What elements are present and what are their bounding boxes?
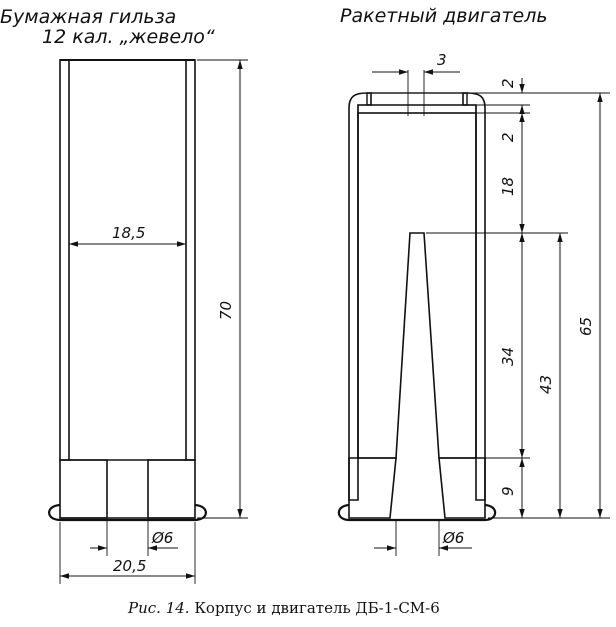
casing-right-wall [462, 92, 486, 501]
dim-2b: 2 [499, 132, 517, 142]
dim-height: 70 [217, 301, 235, 320]
paper-case-drawing: Бумажная гильза 12 кал. „жевело“ 18,5 70… [0, 6, 248, 584]
base-left [59, 459, 108, 519]
dim-34: 34 [499, 347, 517, 366]
dim-top-width: 3 [437, 51, 447, 69]
dim-outer-diameter: 20,5 [113, 557, 146, 575]
right-wall [185, 59, 196, 461]
dim-9: 9 [499, 486, 517, 496]
base-right [147, 459, 196, 519]
top-disc [357, 104, 477, 114]
nozzle-block-left [348, 457, 397, 519]
left-title-line2: 12 кал. „жевело“ [42, 26, 215, 48]
dim-43: 43 [537, 375, 555, 394]
motor-rim [337, 503, 497, 522]
caption-prefix: Рис. 14. [127, 599, 190, 617]
dim-nozzle: Ø6 [442, 529, 464, 547]
dim-inner-diameter: 18,5 [112, 224, 145, 242]
dim-65: 65 [577, 317, 595, 336]
figure-caption: Рис. 14. Корпус и двигатель ДБ-1-СМ-6 [127, 599, 440, 617]
casing-left-wall [348, 92, 372, 501]
propellant-grain [357, 112, 477, 459]
left-title-line1: Бумажная гильза [0, 6, 176, 28]
dim-hole: Ø6 [151, 529, 173, 547]
nozzle-block-right [438, 457, 486, 519]
left-wall [59, 59, 70, 461]
rocket-motor-drawing: Ракетный двигатель 3 2 2 [337, 5, 610, 556]
case-rim [48, 503, 207, 522]
top-plug [366, 92, 468, 106]
dim-2a: 2 [499, 78, 517, 88]
caption-text: Корпус и двигатель ДБ-1-СМ-6 [190, 599, 440, 617]
right-title: Ракетный двигатель [340, 5, 548, 27]
dim-18: 18 [499, 177, 517, 196]
